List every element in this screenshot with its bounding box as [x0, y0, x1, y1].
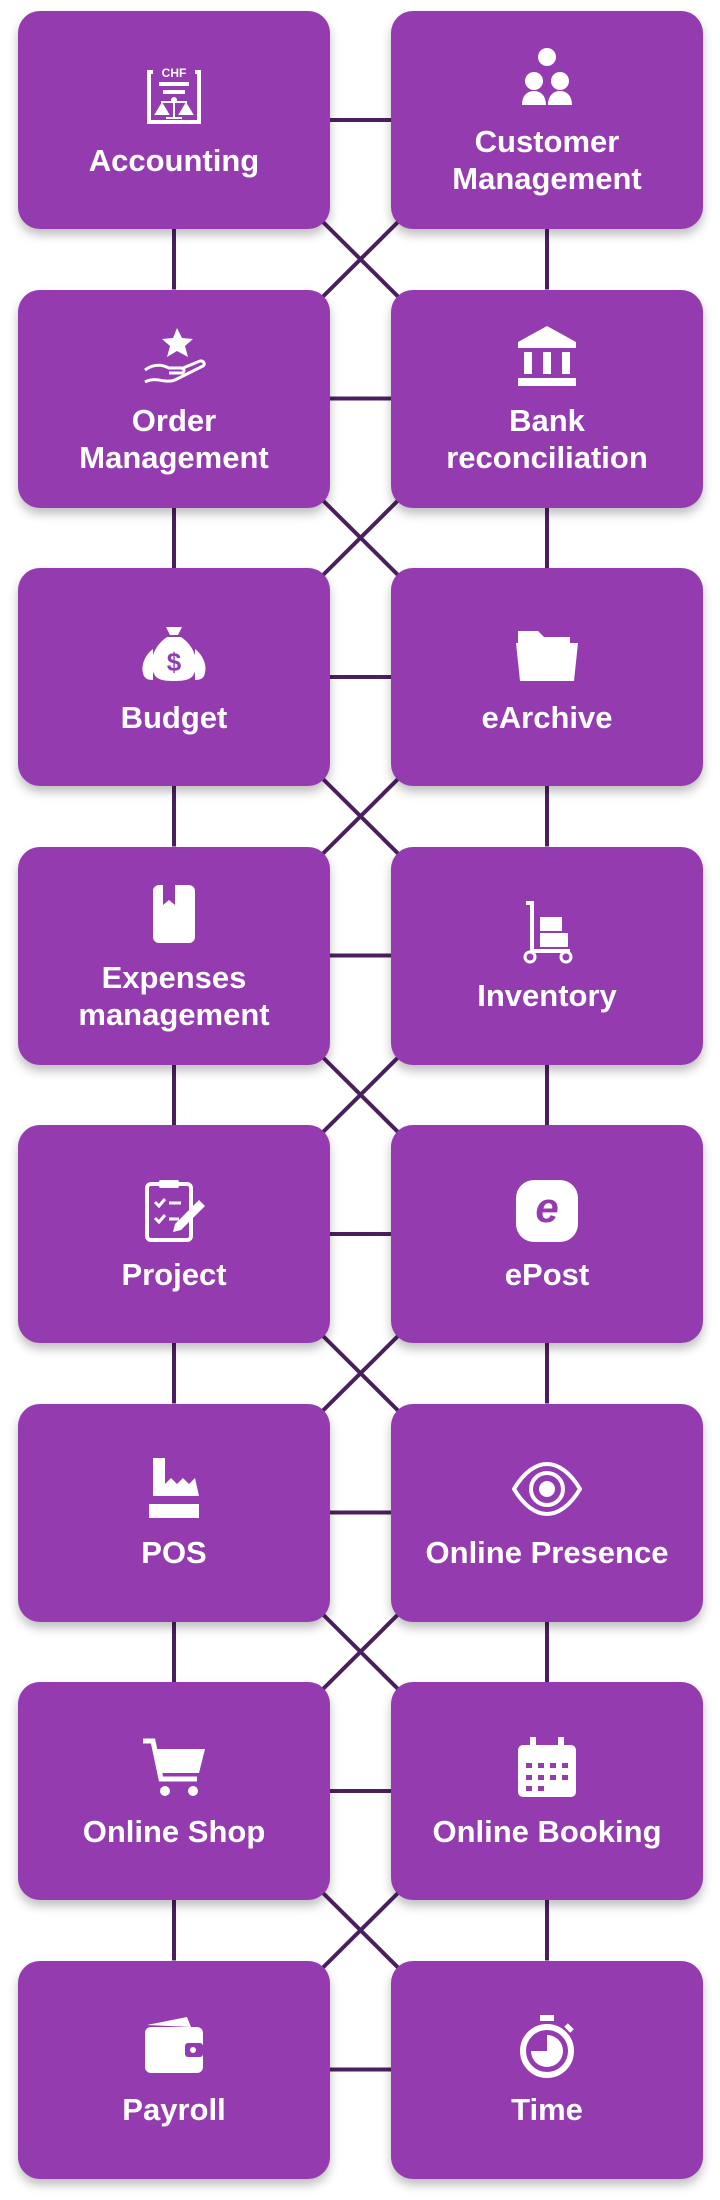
module-label: Online Shop: [82, 1813, 266, 1849]
module-label: Online Booking: [432, 1813, 662, 1849]
cross-connector: [318, 1331, 403, 1415]
module-card-accounting[interactable]: CHF Accounting: [18, 11, 330, 229]
module-label: Accounting: [88, 142, 260, 178]
wallet-icon: [139, 2011, 209, 2081]
module-card-online-presence[interactable]: Online Presence: [391, 1403, 703, 1622]
module-label: Bank reconciliation: [446, 402, 648, 475]
svg-text:$: $: [167, 647, 182, 677]
module-label: Payroll: [122, 2092, 226, 2127]
svg-text:e: e: [535, 1184, 558, 1231]
module-label: Expenses management: [78, 959, 270, 1032]
module-label: Time: [511, 2092, 583, 2127]
module-card-online-booking[interactable]: Online Booking: [391, 1682, 703, 1900]
module-card-order-management[interactable]: Order Management: [18, 289, 330, 508]
module-label: POS: [141, 1535, 207, 1570]
calendar-icon: [512, 1733, 582, 1803]
module-card-project[interactable]: Project: [18, 1125, 330, 1343]
module-card-pos[interactable]: POS: [18, 1403, 330, 1622]
eye-icon: [511, 1454, 583, 1524]
shopping-cart-icon: [139, 1733, 209, 1803]
cross-connector: [318, 1053, 403, 1137]
stopwatch-icon: [512, 2011, 582, 2081]
clipboard-check-icon: [139, 1176, 209, 1246]
module-card-customer-management[interactable]: Customer Management: [391, 11, 703, 229]
cross-connector: [318, 496, 403, 580]
module-label: Order Management: [79, 402, 269, 475]
module-card-earchive[interactable]: eArchive: [391, 568, 703, 786]
folder-icon: [512, 619, 582, 689]
bank-icon: [512, 322, 582, 392]
module-card-inventory[interactable]: Inventory: [391, 846, 703, 1065]
module-card-epost[interactable]: e ePost: [391, 1125, 703, 1343]
cross-connector: [318, 1888, 403, 1972]
cash-register-icon: [139, 1454, 209, 1524]
module-label: Inventory: [477, 978, 617, 1013]
accounting-scale-icon: CHF: [139, 62, 209, 132]
module-label: Project: [121, 1256, 227, 1292]
epost-icon: e: [512, 1176, 582, 1246]
module-card-bank-reconciliation[interactable]: Bank reconciliation: [391, 289, 703, 508]
cross-connector: [318, 217, 403, 301]
module-card-budget[interactable]: $ Budget: [18, 568, 330, 786]
module-label: Online Presence: [425, 1535, 669, 1570]
module-label: Budget: [120, 699, 228, 735]
customer-group-icon: [512, 43, 582, 113]
module-card-online-shop[interactable]: Online Shop: [18, 1682, 330, 1900]
module-label: ePost: [504, 1256, 590, 1292]
money-bags-icon: $: [139, 619, 209, 689]
cross-connector: [318, 1610, 403, 1694]
module-card-payroll[interactable]: Payroll: [18, 1960, 330, 2179]
module-card-expenses-management[interactable]: Expenses management: [18, 846, 330, 1065]
hand-truck-icon: [512, 897, 582, 967]
svg-text:CHF: CHF: [162, 66, 187, 80]
module-card-time[interactable]: Time: [391, 1960, 703, 2179]
cross-connector: [318, 774, 403, 858]
module-label: eArchive: [481, 699, 613, 735]
book-icon: [139, 879, 209, 949]
hand-star-icon: [139, 322, 209, 392]
module-label: Customer Management: [452, 124, 642, 196]
